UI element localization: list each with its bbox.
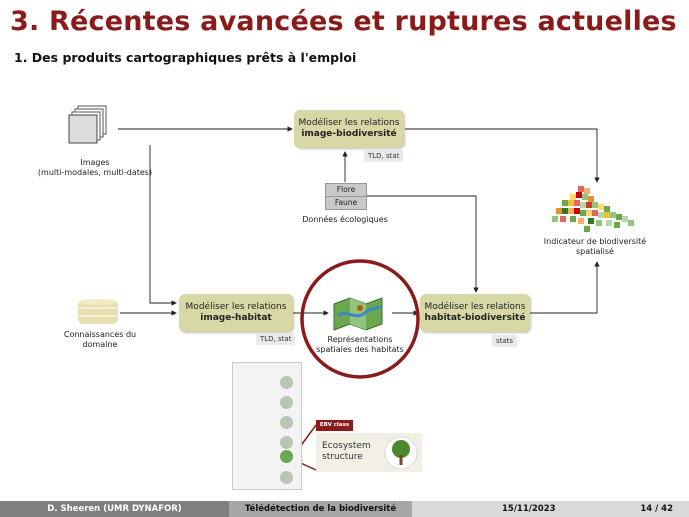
box-habitat-biodiversity: Modéliser les relations habitat-biodiver… (420, 294, 530, 332)
tag-image-hab: TLD, stat (256, 333, 296, 345)
ebv-item-ecosystem-structure (237, 448, 297, 466)
ecosystem-structure-label: Ecosystem structure (322, 441, 371, 462)
ebv-item (237, 414, 297, 432)
footer-author: D. Sheeren (UMR DYNAFOR) (0, 501, 229, 517)
ebv-item (237, 469, 297, 487)
images-label: Images (multi-modales, multi-dates) (37, 158, 153, 177)
box-line: Modéliser les relations (185, 302, 287, 312)
habitat-representation-label: Représentations spatiales des habitats (316, 335, 404, 354)
box-line-bold: image-biodiversité (301, 129, 397, 139)
footer-page: 14 / 42 (640, 504, 673, 514)
ebv-item (237, 394, 297, 412)
box-line-bold: habitat-biodiversité (424, 313, 526, 323)
tree-icon (384, 436, 418, 470)
ebv-class-badge: EBV class (316, 420, 353, 431)
footer-course: Télédétection de la biodiversité (229, 501, 412, 517)
box-image-habitat: Modéliser les relations image-habitat (179, 294, 293, 332)
tag-hab-bio: stats (492, 335, 518, 347)
eco-faune-layer: Faune (325, 196, 367, 210)
knowledge-label: Connaissances du domaine (63, 330, 137, 349)
images-stack-icon (68, 105, 107, 144)
slide-title: 3. Récentes avancées et ruptures actuell… (10, 6, 677, 37)
indicator-label: Indicateur de biodiversité spatialisé (543, 237, 647, 256)
box-image-biodiversity: Modéliser les relations image-biodiversi… (294, 110, 404, 148)
eco-flore-layer: Flore (325, 183, 367, 197)
tag-image-bio: TLD, stat (364, 150, 404, 162)
ebv-item (237, 434, 297, 452)
ebv-classes-panel (232, 362, 302, 490)
box-line: Modéliser les relations (424, 302, 526, 312)
box-line: Modéliser les relations (298, 118, 400, 128)
biodiversity-indicator-map-icon (552, 186, 634, 232)
knowledge-database-icon (78, 299, 118, 324)
box-line-bold: image-habitat (200, 313, 272, 323)
slide-footer: D. Sheeren (UMR DYNAFOR) Télédétection d… (0, 501, 689, 517)
ebv-item (237, 374, 297, 392)
slide-subtitle: 1. Des produits cartographiques prêts à … (14, 50, 357, 65)
ecosystem-structure-card: Ecosystem structure (316, 433, 422, 472)
habitat-map-icon (333, 297, 383, 331)
footer-right: 15/11/2023 14 / 42 (412, 501, 689, 517)
footer-date: 15/11/2023 (502, 504, 556, 514)
eco-data-label: Données écologiques (302, 215, 388, 224)
